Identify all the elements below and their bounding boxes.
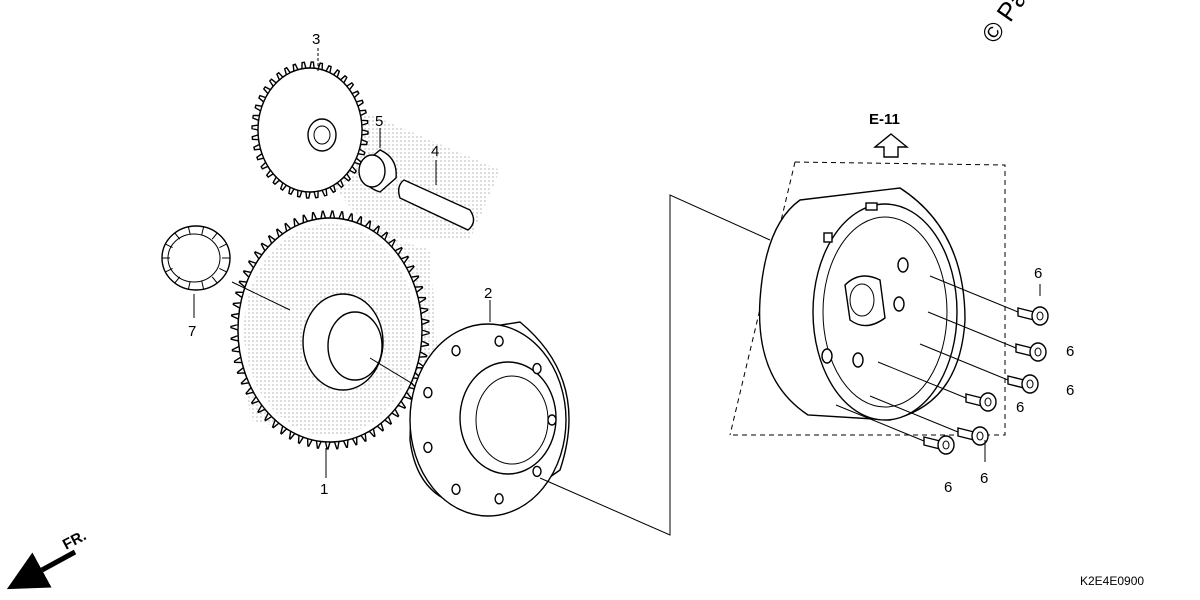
gear-shaft (397, 179, 475, 231)
flywheel-assembly (729, 161, 1006, 436)
callout-part-4: 4 (431, 143, 439, 160)
clutch-bolt-hole (423, 386, 433, 399)
callout-part-6: 6 (1034, 265, 1042, 282)
bearing-needle (174, 232, 181, 240)
reference-label: E-11 (869, 111, 900, 128)
bearing-needle (219, 267, 227, 273)
callout-part-2: 2 (484, 285, 492, 302)
needle-bearing (161, 225, 231, 291)
leader-lines (193, 48, 1041, 536)
diagram-code: K2E4E0900 (1080, 574, 1144, 588)
bearing-needle (165, 243, 173, 249)
callout-part-7: 7 (188, 323, 196, 340)
bearing-needle (219, 243, 227, 249)
bearing-needle (201, 226, 205, 235)
flywheel-bolt (877, 361, 997, 412)
starter-driven-gear (230, 210, 440, 450)
callout-part-5: 5 (375, 113, 383, 130)
front-label: FR. (60, 527, 89, 553)
watermark: © Pa (975, 0, 1033, 48)
clutch-bolt-hole (547, 414, 557, 426)
callout-part-6: 6 (980, 470, 988, 487)
bearing-needle (201, 281, 205, 290)
callout-part-3: 3 (312, 31, 320, 48)
flywheel-bolt (869, 395, 989, 446)
callout-part-6: 6 (1066, 343, 1074, 360)
callout-part-6: 6 (1066, 382, 1074, 399)
callout-part-1: 1 (320, 481, 328, 498)
reference-e11: E-11 (869, 111, 909, 158)
flywheel-bolt (919, 343, 1039, 394)
callout-part-6: 6 (1016, 399, 1024, 416)
bearing-needle (211, 232, 218, 240)
bearing-needle (165, 267, 173, 273)
callout-part-6: 6 (944, 479, 952, 496)
flywheel-bolt (835, 404, 955, 455)
bearing-needle (211, 276, 218, 284)
one-way-clutch (409, 321, 570, 517)
arrow-front-icon (6, 549, 77, 590)
clutch-bolt-hole (494, 335, 504, 347)
clutch-bolt-hole (423, 441, 433, 454)
front-marker: FR. (6, 527, 89, 590)
bearing-needle (187, 226, 191, 235)
arrow-up-icon (873, 133, 909, 158)
gear-bushing (358, 149, 397, 193)
bearing-needle (187, 281, 191, 290)
flywheel-bolt (927, 311, 1047, 362)
flywheel-bolt (929, 275, 1049, 326)
clutch-bolt-hole (532, 465, 542, 478)
clutch-bolt-hole (532, 362, 542, 375)
clutch-bolt-hole (451, 483, 461, 495)
clutch-bolt-hole (451, 345, 461, 357)
flywheel-bolts (835, 275, 1049, 455)
clutch-bolt-hole (494, 493, 504, 505)
bearing-needle (174, 276, 181, 284)
